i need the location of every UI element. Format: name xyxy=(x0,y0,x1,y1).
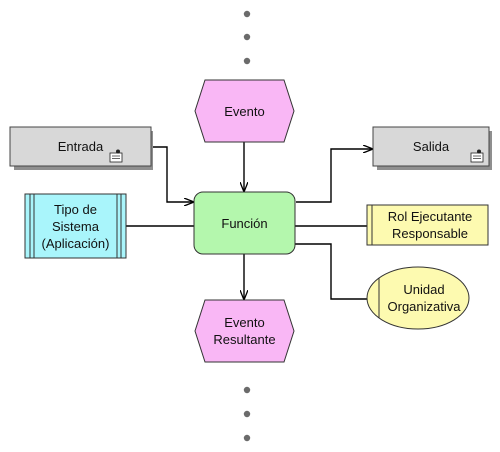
node-funcion-shape xyxy=(193,191,296,255)
edge-entrada-to-funcion xyxy=(152,146,193,202)
continuation-dot-top-2 xyxy=(243,33,251,41)
node-funcion-label: Función xyxy=(221,215,268,231)
continuation-dot-top-3 xyxy=(243,57,251,65)
attachment-icon xyxy=(470,149,484,163)
node-unidad-shape xyxy=(366,266,470,330)
continuation-dot-top-1 xyxy=(243,10,251,18)
continuation-dot-bottom-2 xyxy=(243,410,251,418)
continuation-dot-bottom-1 xyxy=(243,386,251,394)
node-evento-resultante-shape xyxy=(194,299,295,363)
node-tipo-sistema-label: Tipo de Sistema (Aplicación) xyxy=(41,201,110,251)
edge-funcion-to-unidad xyxy=(295,243,367,300)
continuation-dot-bottom-3 xyxy=(243,434,251,442)
node-unidad-label: Unidad Organizativa xyxy=(387,282,461,314)
node-evento-shape xyxy=(194,79,295,143)
node-evento-label: Evento xyxy=(224,103,265,119)
node-entrada-shape xyxy=(9,126,152,167)
node-evento-resultante-label: Evento Resultante xyxy=(213,315,276,347)
node-salida-shape xyxy=(372,126,490,167)
attachment-icon xyxy=(109,149,123,163)
node-rol-shape xyxy=(366,204,489,246)
edge-funcion-to-salida xyxy=(296,149,372,203)
node-rol-label: Rol Ejecutante Responsable xyxy=(387,209,473,241)
node-entrada-label: Entrada xyxy=(57,139,104,154)
node-tipo-sistema-shape xyxy=(24,193,127,259)
node-salida-label: Salida xyxy=(412,139,450,154)
